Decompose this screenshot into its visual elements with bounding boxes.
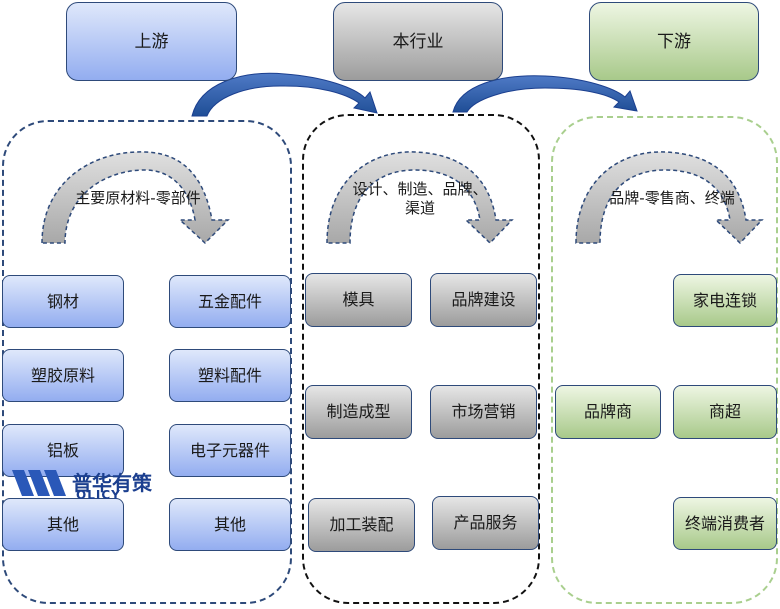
upstream-item-hardware: 五金配件	[169, 275, 291, 328]
downstream-item-supermarket: 商超	[673, 385, 777, 439]
watermark-logo: 普华有策 OLICY	[10, 466, 152, 502]
downstream-item-brand-owner: 品牌商	[555, 385, 661, 439]
industry-item-marketing: 市场营销	[430, 385, 537, 439]
flow-arrow-industry-to-downstream	[452, 75, 638, 113]
upstream-item-plastic-parts: 塑料配件	[169, 349, 291, 402]
upstream-item-plastic-raw: 塑胶原料	[2, 349, 124, 402]
industry-item-mold: 模具	[305, 273, 412, 327]
upstream-item-aluminum: 铝板	[2, 424, 124, 477]
industry-region	[302, 114, 540, 604]
upstream-item-steel: 钢材	[2, 275, 124, 328]
industry-item-brand-building: 品牌建设	[430, 273, 537, 327]
watermark-text-cn: 普华有策	[72, 471, 152, 495]
upstream-item-electronics: 电子元器件	[169, 424, 291, 477]
watermark-text-en: OLICY	[76, 488, 121, 502]
industry-flow-label-line1: 设计、制造、品牌、	[352, 180, 488, 198]
industry-item-manufacturing: 制造成型	[305, 385, 412, 439]
downstream-item-end-consumer: 终端消费者	[673, 497, 777, 550]
upstream-flow-label: 主要原材料-零部件	[75, 189, 201, 207]
industry-item-service: 产品服务	[432, 496, 539, 550]
header-upstream: 上游	[66, 2, 237, 81]
downstream-flow-label: 品牌-零售商、终端	[609, 189, 735, 207]
industry-flow-label: 设计、制造、品牌、 渠道	[330, 180, 510, 218]
downstream-region	[551, 116, 778, 604]
downstream-item-appliance-chain: 家电连锁	[673, 274, 777, 327]
header-downstream: 下游	[589, 2, 759, 81]
watermark-logo-icon	[12, 470, 66, 496]
industry-item-assembly: 加工装配	[308, 498, 415, 552]
upstream-item-other-left: 其他	[2, 498, 124, 551]
industry-flow-label-line2: 渠道	[404, 199, 435, 217]
upstream-inner-arrow	[41, 151, 230, 245]
upstream-item-other-right: 其他	[169, 498, 291, 551]
industry-inner-arrow	[326, 151, 514, 245]
downstream-inner-arrow	[575, 151, 764, 245]
flow-arrow-upstream-to-industry	[191, 72, 378, 117]
header-industry: 本行业	[333, 2, 503, 81]
